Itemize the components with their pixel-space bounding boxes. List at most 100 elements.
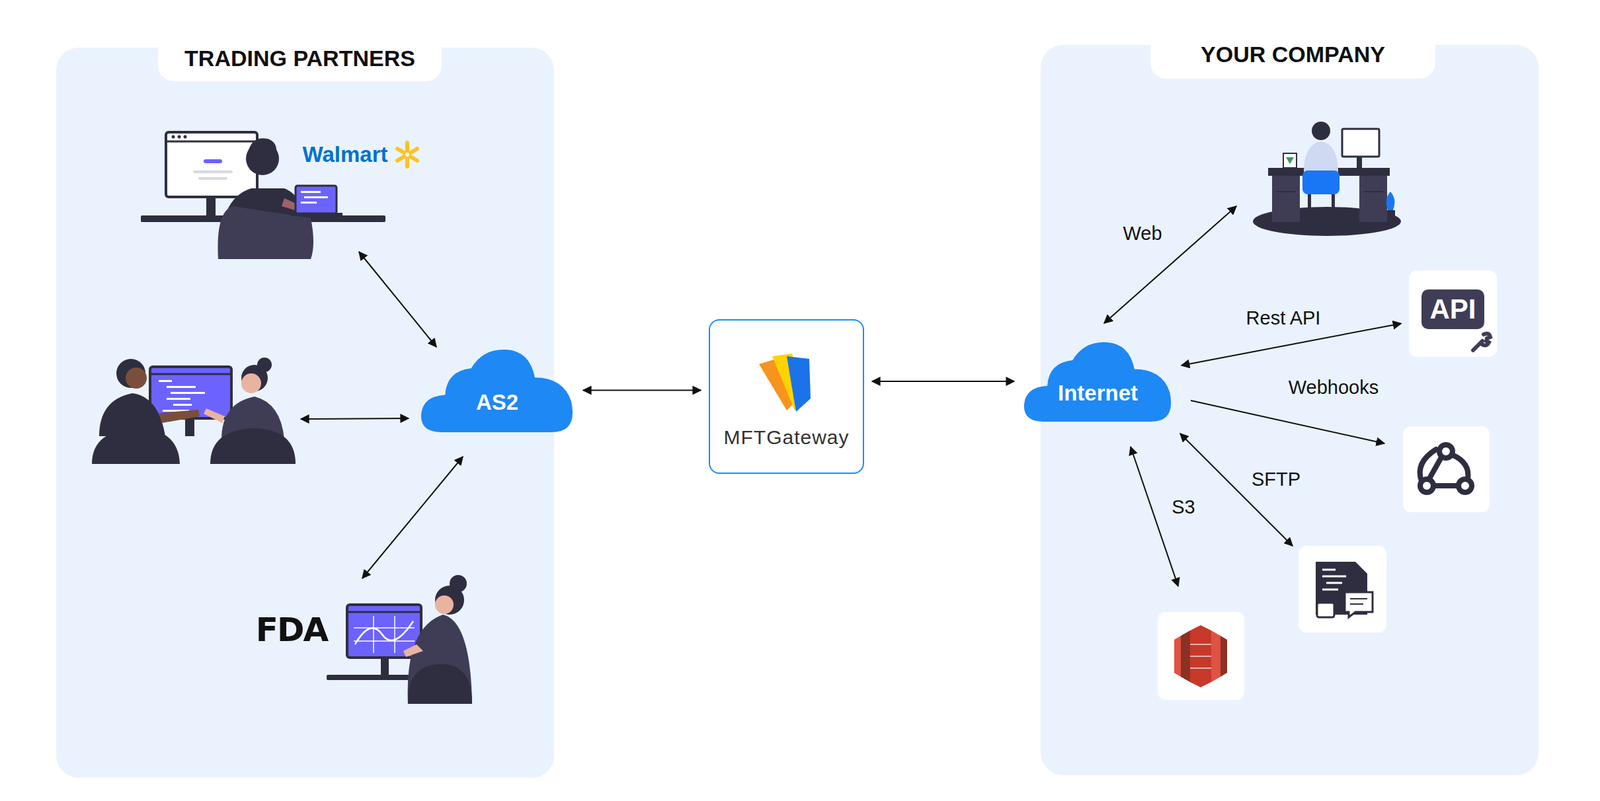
partner-illustration [407,614,473,705]
s3-icon [1190,643,1212,646]
partner-illustration [353,640,415,642]
user-illustration [1386,191,1396,212]
partner-illustration [140,132,418,260]
webhook-icon [1402,426,1490,513]
connector-arrow [872,380,1015,383]
partner-illustration [435,595,454,615]
partner-illustration [91,428,180,465]
user-illustration [1342,128,1380,157]
user-illustration [1307,194,1312,217]
partner-connector [362,456,463,579]
partner-illustration [166,386,196,389]
s3-icon [1190,644,1212,669]
partner-illustration [193,170,233,174]
webhook-icon [1451,454,1469,480]
user-illustration [1283,153,1297,168]
webhook-icon [1420,449,1437,482]
partner-illustration [206,195,216,216]
user-illustration [1359,175,1388,223]
partner-illustration [198,177,228,180]
s3-icon [1180,630,1191,683]
partner-illustration [165,132,258,198]
s3-icon [1190,667,1212,670]
partner-illustration [380,656,389,676]
partner-illustration [165,140,258,143]
partner-illustration [241,373,262,394]
gateway-logo [753,349,820,416]
partner-illustration [405,142,410,151]
s3-icon [1174,636,1181,678]
user-illustration [1302,170,1340,195]
user-illustration [1363,191,1384,193]
partner-illustration [300,191,321,194]
partner-logo-text: Walmart [300,140,391,169]
partner-illustration [347,611,422,614]
cloud-shape [1022,339,1174,424]
connector-arrow [583,390,701,392]
partner-illustration [158,380,172,383]
user-illustration [1331,194,1335,217]
node-label: Internet [1057,380,1138,406]
partner-logo-text: FDA [253,609,330,651]
panel-background [56,44,1539,779]
partner-illustration [372,616,375,654]
wrench-icon [1469,330,1493,355]
partner-illustration [353,627,415,629]
protocol-label: S3 [1168,495,1198,520]
partner-illustration [435,585,465,615]
partner-illustration [397,156,404,161]
panel-title: TRADING PARTNERS [158,35,442,82]
sftp-icon [1298,546,1387,633]
partner-connector [359,251,437,348]
partner-illustration [210,428,296,465]
group-panel: YOUR COMPANYInternetAPI [1040,44,1539,776]
partner-illustration [300,201,317,204]
partner-illustration [290,212,343,217]
partner-connector [300,418,409,420]
partner-illustration [166,398,191,400]
partner-illustration [125,367,147,389]
cloud-shape [1024,342,1171,422]
user-illustration [1285,157,1294,164]
node-label: AS2 [476,390,519,416]
api-tile: API [1408,270,1497,358]
cloud-shape [421,349,573,433]
group-panel: TRADING PARTNERSAS2 [56,47,555,779]
partner-illustration [407,664,473,705]
webhook-icon [1402,426,1490,513]
gateway-logo [772,353,804,411]
service-connector [1180,433,1293,547]
user-illustration [1387,210,1396,217]
partner-connector [300,251,463,579]
partner-illustration [304,196,328,199]
partner-illustration [410,148,418,153]
network-cloud: Internet [1022,339,1174,424]
s3-icon [1157,612,1245,701]
partner-illustration [247,138,277,154]
partner-illustration [203,408,225,424]
s3-icon [1220,636,1228,678]
partner-illustration [397,142,418,167]
protocol-label: SFTP [1248,467,1304,492]
sftp-icon [1326,582,1343,585]
s3-icon [1211,630,1221,683]
partner-illustration [150,373,232,376]
partner-illustration [397,148,404,153]
user-illustration [1276,191,1296,193]
service-connector [1130,446,1179,587]
partner-illustration [171,135,176,139]
partner-illustration [410,156,418,161]
user-illustration [1303,141,1339,174]
sftp-icon [1322,569,1336,572]
sftp-icon [1322,575,1347,578]
gateway-box: MFTGateway [708,319,865,475]
protocol-label: Webhooks [1285,375,1382,400]
partner-illustration [91,357,296,465]
partner-illustration [170,392,205,395]
sftp-icon [1320,594,1331,603]
partner-illustration [203,159,223,164]
partner-illustration [257,357,272,373]
